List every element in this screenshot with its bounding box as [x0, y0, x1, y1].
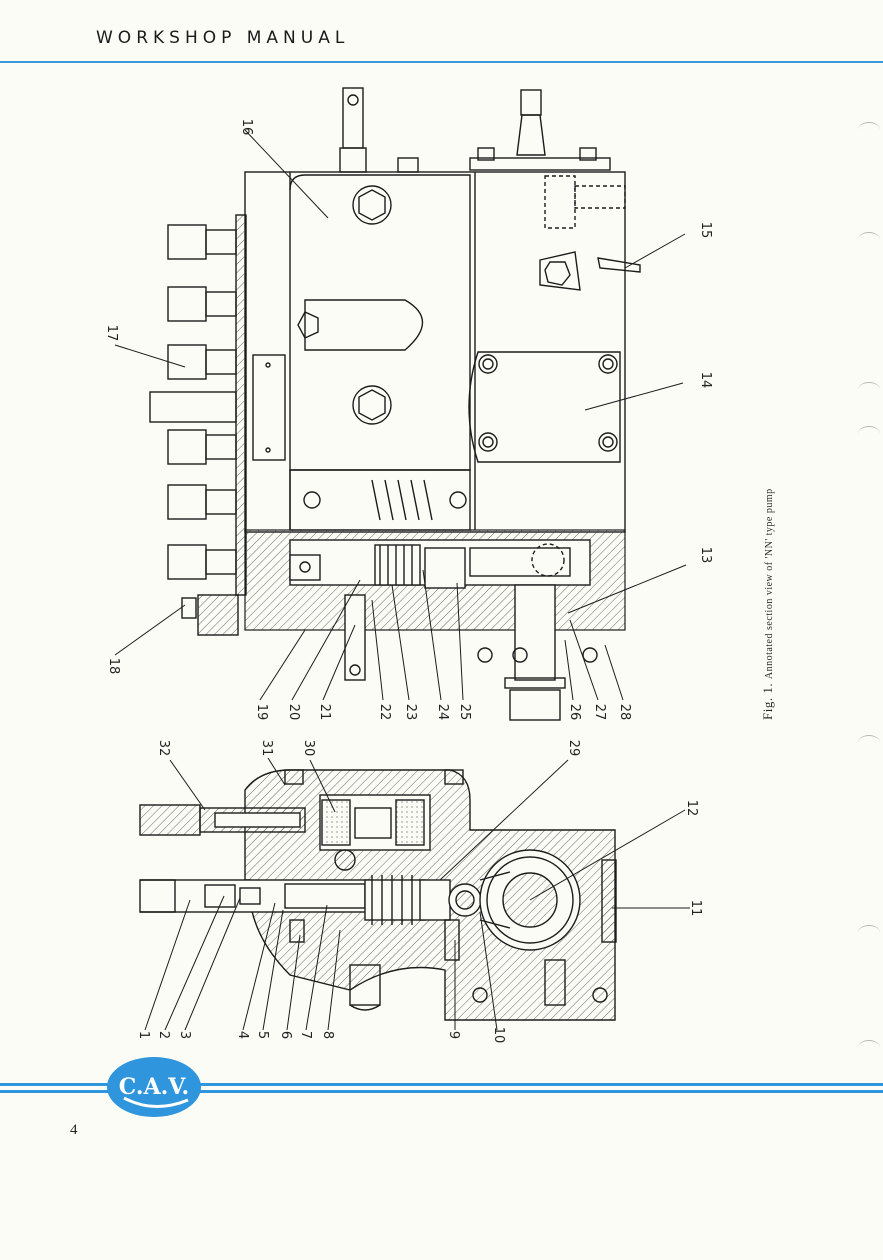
- svg-text:8: 8: [320, 1031, 335, 1039]
- punch-hole-mark: [858, 735, 880, 750]
- svg-text:22: 22: [377, 704, 392, 721]
- footer-rule: [0, 1090, 883, 1093]
- svg-text:15: 15: [698, 222, 713, 239]
- figure-caption-prefix: Fig. 1.: [760, 682, 775, 720]
- svg-text:30: 30: [301, 740, 316, 757]
- svg-text:18: 18: [106, 658, 121, 675]
- svg-text:14: 14: [698, 372, 713, 389]
- svg-text:2: 2: [156, 1031, 171, 1039]
- svg-text:6: 6: [278, 1031, 293, 1039]
- svg-text:12: 12: [684, 800, 699, 817]
- punch-hole-mark: [858, 232, 880, 247]
- svg-text:17: 17: [104, 325, 119, 342]
- svg-text:4: 4: [235, 1031, 250, 1039]
- logo-text: C.A.V.: [119, 1074, 189, 1100]
- svg-text:21: 21: [317, 704, 332, 721]
- svg-text:13: 13: [698, 547, 713, 564]
- cav-logo: C.A.V.: [107, 1057, 201, 1117]
- svg-text:7: 7: [298, 1031, 313, 1039]
- delivery-valve-unions: [149, 214, 247, 596]
- svg-text:5: 5: [255, 1031, 270, 1039]
- svg-text:10: 10: [491, 1027, 506, 1044]
- header-rule: [0, 61, 883, 63]
- svg-text:20: 20: [286, 704, 301, 721]
- svg-text:24: 24: [435, 704, 450, 721]
- figure-caption: Fig. 1. Annotated section view of 'NN' t…: [760, 488, 776, 720]
- figure-caption-text: Annotated section view of 'NN' type pump: [764, 488, 775, 680]
- punch-hole-mark: [858, 1040, 880, 1055]
- svg-text:31: 31: [259, 740, 274, 757]
- punch-hole-mark: [858, 382, 880, 397]
- pump-section-diagram: 16 17 15 14 13 18 19 20 21 22 23 24 25 2…: [104, 87, 713, 1044]
- svg-text:1: 1: [136, 1031, 151, 1039]
- svg-text:25: 25: [457, 704, 472, 721]
- header-title: WORKSHOP MANUAL: [96, 28, 350, 48]
- callout-leaders: [114, 129, 690, 1031]
- footer-rule: [0, 1083, 883, 1086]
- page-number: 4: [70, 1122, 78, 1138]
- svg-text:29: 29: [566, 740, 581, 757]
- callout-numbers: 16 17 15 14 13 18 19 20 21 22 23 24 25 2…: [104, 119, 713, 1044]
- svg-text:16: 16: [239, 119, 254, 136]
- svg-text:11: 11: [688, 900, 703, 917]
- svg-text:23: 23: [403, 704, 418, 721]
- punch-hole-mark: [858, 925, 880, 940]
- svg-text:26: 26: [567, 704, 582, 721]
- svg-text:27: 27: [592, 704, 607, 721]
- svg-text:28: 28: [617, 704, 632, 721]
- pump-cross-section-view: [139, 769, 617, 1021]
- svg-text:19: 19: [254, 704, 269, 721]
- svg-text:3: 3: [177, 1031, 192, 1039]
- punch-hole-mark: [858, 122, 880, 137]
- svg-text:9: 9: [446, 1031, 461, 1039]
- svg-text:32: 32: [156, 740, 171, 757]
- punch-hole-mark: [858, 426, 880, 441]
- pump-exterior-view: [149, 87, 641, 721]
